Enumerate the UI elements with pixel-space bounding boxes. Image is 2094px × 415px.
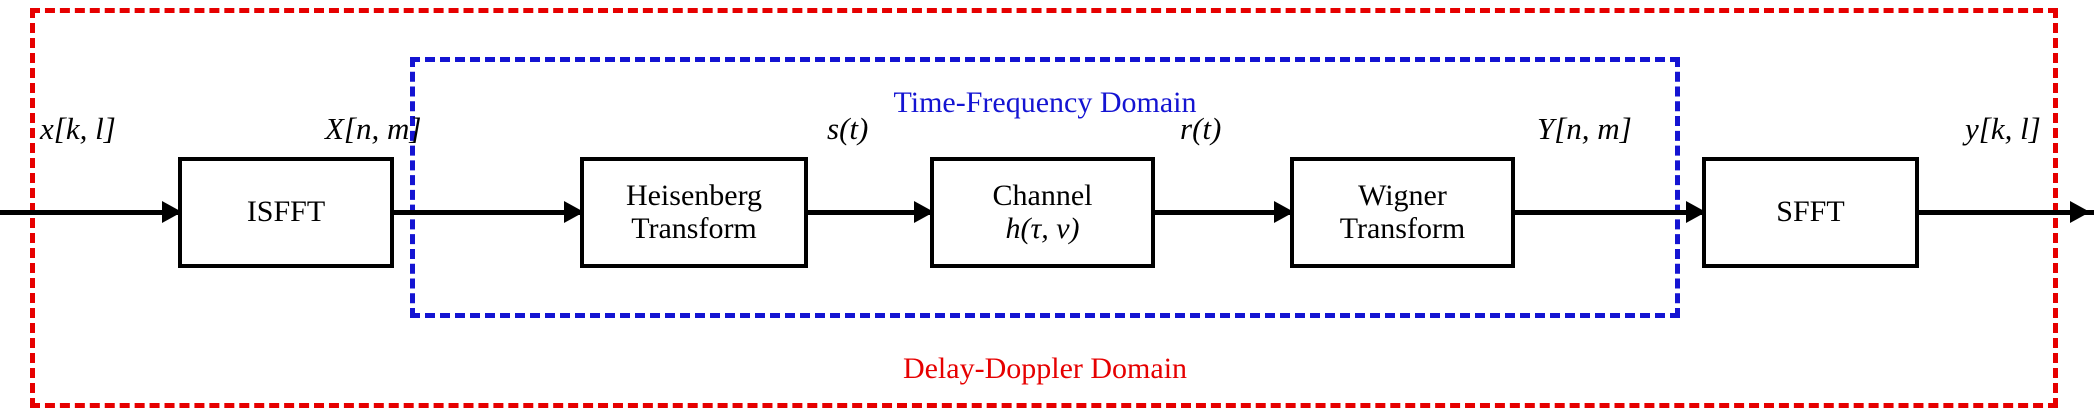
arrowhead-into-channel xyxy=(914,201,934,223)
block-channel: Channel h(τ, ν) xyxy=(930,157,1155,268)
wire-input-to-isfft xyxy=(0,210,182,215)
block-channel-impulse-response: h(τ, ν) xyxy=(1005,211,1080,245)
time-frequency-domain-label: Time-Frequency Domain xyxy=(893,86,1197,119)
time-frequency-domain-boundary xyxy=(410,57,1680,318)
block-heisenberg-transform: Heisenberg Transform xyxy=(580,157,808,268)
wire-isfft-to-heisenberg xyxy=(390,210,584,215)
block-heisenberg-label-line1: Heisenberg xyxy=(625,179,763,213)
arrowhead-into-isfft xyxy=(162,201,182,223)
signal-label-output: y[k, l] xyxy=(1965,111,2041,146)
signal-label-isfft-output: X[n, m] xyxy=(325,111,422,146)
wire-wigner-to-sfft xyxy=(1511,210,1706,215)
signal-label-input: x[k, l] xyxy=(40,111,116,146)
block-isfft: ISFFT xyxy=(178,157,394,268)
wire-channel-to-wigner xyxy=(1151,210,1294,215)
wire-heisenberg-to-channel xyxy=(804,210,934,215)
block-isfft-label: ISFFT xyxy=(246,195,326,229)
block-sfft-label: SFFT xyxy=(1776,195,1845,229)
block-heisenberg-label-line2: Transform xyxy=(631,211,757,245)
delay-doppler-domain-boundary xyxy=(30,8,2058,408)
delay-doppler-domain-label: Delay-Doppler Domain xyxy=(902,352,1188,385)
block-channel-label-line1: Channel xyxy=(992,179,1093,213)
arrowhead-into-sfft xyxy=(1686,201,1706,223)
block-wigner-label-line2: Transform xyxy=(1339,211,1466,245)
wire-sfft-to-output xyxy=(1915,210,2094,215)
arrowhead-output xyxy=(2070,201,2090,223)
arrowhead-into-heisenberg xyxy=(564,201,584,223)
signal-label-channel-output: r(t) xyxy=(1180,111,1222,146)
block-wigner-label-line1: Wigner xyxy=(1358,179,1447,213)
block-wigner-transform: Wigner Transform xyxy=(1290,157,1515,268)
signal-label-heisenberg-output: s(t) xyxy=(827,111,869,146)
block-sfft: SFFT xyxy=(1702,157,1919,268)
signal-label-wigner-output: Y[n, m] xyxy=(1537,111,1632,146)
arrowhead-into-wigner xyxy=(1274,201,1294,223)
